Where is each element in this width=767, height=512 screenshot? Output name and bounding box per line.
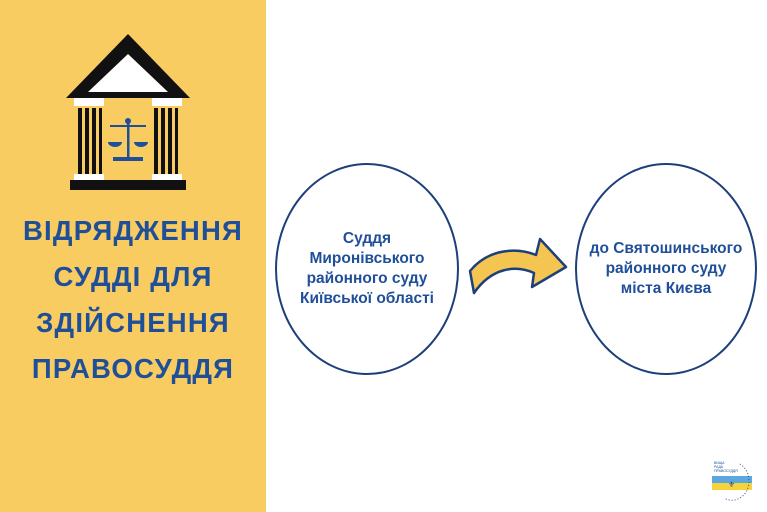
- svg-text:ВИЩА: ВИЩА: [714, 461, 725, 465]
- to-court-oval: до Святошинського районного суду міста К…: [575, 163, 757, 375]
- scales-icon: [108, 118, 148, 161]
- left-panel: ВІДРЯДЖЕННЯ СУДДІ ДЛЯ ЗДІЙСНЕННЯ ПРАВОСУ…: [0, 0, 266, 512]
- svg-text:ПРАВОСУДДЯ: ПРАВОСУДДЯ: [714, 469, 738, 473]
- from-line: Київської області: [300, 290, 434, 307]
- svg-text:⚜: ⚜: [728, 480, 735, 489]
- headline-line: ВІДРЯДЖЕННЯ: [23, 215, 243, 246]
- headline-line: СУДДІ ДЛЯ: [53, 261, 213, 292]
- council-logo: ВИЩА РАДА ПРАВОСУДДЯ ⚜: [712, 461, 752, 501]
- to-line: до Святошинського: [589, 240, 743, 257]
- from-line: Миронівського: [309, 250, 425, 267]
- from-line: Суддя: [342, 230, 392, 247]
- headline-line: ПРАВОСУДДЯ: [31, 353, 235, 384]
- from-court-oval: Суддя Миронівського районного суду Київс…: [275, 163, 459, 375]
- svg-text:РАДА: РАДА: [714, 465, 724, 469]
- curved-arrow-icon: [468, 237, 568, 295]
- from-line: районного суду: [306, 270, 428, 287]
- to-line: районного суду: [605, 260, 727, 277]
- courthouse-icon: [66, 34, 190, 190]
- to-line: міста Києва: [620, 280, 712, 297]
- headline-line: ЗДІЙСНЕННЯ: [36, 307, 230, 338]
- headline: ВІДРЯДЖЕННЯ СУДДІ ДЛЯ ЗДІЙСНЕННЯ ПРАВОСУ…: [0, 208, 266, 392]
